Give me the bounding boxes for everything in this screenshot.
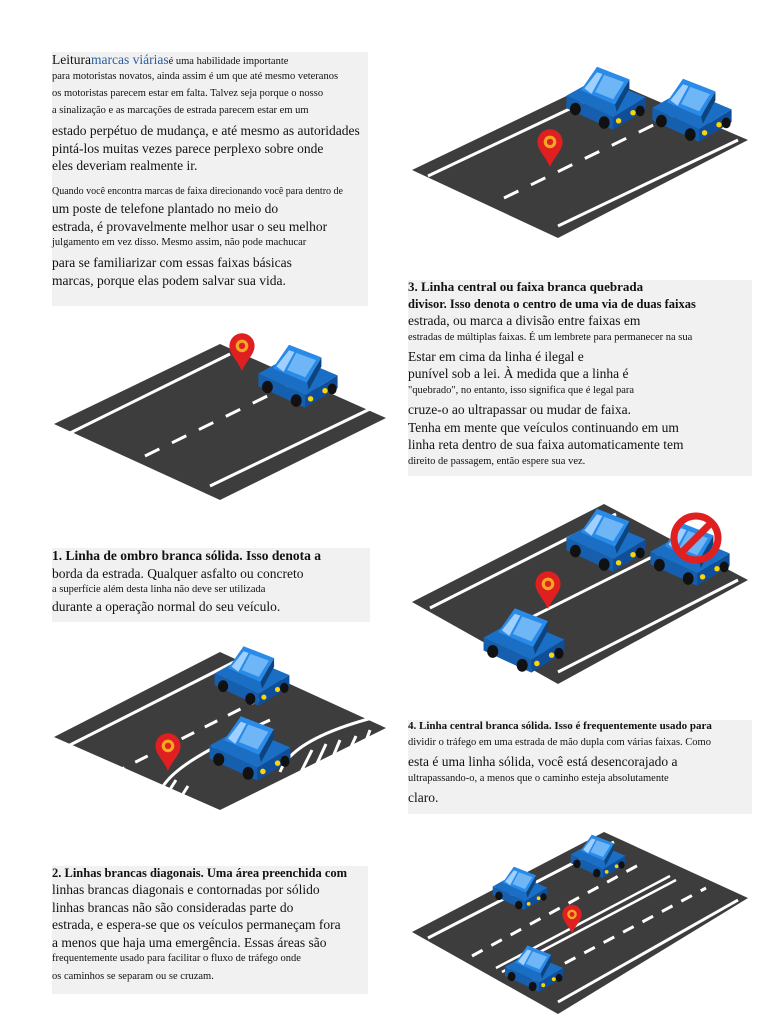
intro-lead: Leitura xyxy=(52,52,91,67)
illustration-diagonal-lines xyxy=(408,48,752,248)
section-1-text-block: 1. Linha de ombro branca sólida. Isso de… xyxy=(52,548,370,622)
intro-line: estrada, é provavelmente melhor usar o s… xyxy=(52,218,328,234)
no-entry-icon xyxy=(670,512,722,564)
intro-line: marcas, porque elas podem salvar sua vid… xyxy=(52,272,286,288)
section-1-line: a superfície além desta linha não deve s… xyxy=(52,584,266,596)
intro-line: os motoristas parecem estar em falta. Ta… xyxy=(52,88,324,100)
intro-line: a sinalização e as marcações de estrada … xyxy=(52,105,309,117)
section-3-line: cruze-o ao ultrapassar ou mudar de faixa… xyxy=(408,401,632,417)
section-1-line: borda da estrada. Qualquer asfalto ou co… xyxy=(52,565,304,581)
section-3-line: direito de passagem, então espere sua ve… xyxy=(408,455,586,467)
section-4-line: dividir o tráfego em uma estrada de mão … xyxy=(408,736,711,748)
intro-text-block: Leituramarcas viáriasé uma habilidade im… xyxy=(52,52,368,306)
section-3-line: "quebrado", no entanto, isso significa q… xyxy=(408,384,635,396)
section-1-line: durante a operação normal do seu veículo… xyxy=(52,599,281,615)
section-2-heading: 2. Linhas brancas diagonais. Uma área pr… xyxy=(52,866,348,880)
section-3-line: Tenha em mente que veículos continuando … xyxy=(408,419,679,435)
illustration-shoulder-line xyxy=(50,632,390,827)
section-4-line: claro. xyxy=(408,790,439,806)
section-3-line: linha reta dentro de sua faixa automatic… xyxy=(408,437,684,453)
section-2-line: estrada, e espera-se que os veículos per… xyxy=(52,917,341,933)
section-2-line: os caminhos se separam ou se cruzam. xyxy=(52,970,214,982)
section-3-heading: 3. Linha central ou faixa branca quebrad… xyxy=(408,279,644,294)
section-2-line: a menos que haja uma emergência. Essas á… xyxy=(52,934,327,950)
intro-line: para se familiarizar com essas faixas bá… xyxy=(52,255,292,271)
intro-line: julgamento em vez disso. Mesmo assim, nã… xyxy=(52,237,307,249)
intro-highlight-link[interactable]: marcas viárias xyxy=(90,52,169,67)
intro-line: é uma habilidade importante xyxy=(168,56,289,67)
section-4-text-block: 4. Linha central branca sólida. Isso é f… xyxy=(408,720,752,814)
intro-line: pintá-los muitas vezes parece perplexo s… xyxy=(52,140,324,156)
section-1-heading: 1. Linha de ombro branca sólida. Isso de… xyxy=(52,548,322,563)
illustration-broken-line xyxy=(50,318,390,518)
section-2-line: linhas brancas diagonais e contornadas p… xyxy=(52,882,320,898)
section-3-line: estradas de múltiplas faixas. É um lembr… xyxy=(408,331,693,343)
intro-line: eles deveriam realmente ir. xyxy=(52,158,198,174)
section-3-line: punível sob a lei. À medida que a linha … xyxy=(408,366,629,382)
section-3-line: divisor. Isso denota o centro de uma via… xyxy=(408,296,696,311)
illustration-multilane xyxy=(408,826,752,1020)
intro-line: estado perpétuo de mudança, e até mesmo … xyxy=(52,123,360,139)
section-2-text-block: 2. Linhas brancas diagonais. Uma área pr… xyxy=(52,866,368,994)
illustration-no-passing xyxy=(408,494,752,694)
section-4-line: esta é uma linha sólida, você está desen… xyxy=(408,753,678,769)
section-4-line: ultrapassando-o, a menos que o caminho e… xyxy=(408,773,669,785)
intro-line: para motoristas novatos, ainda assim é u… xyxy=(52,71,339,83)
section-3-line: Estar em cima da linha é ilegal e xyxy=(408,348,584,364)
section-3-line: estrada, ou marca a divisão entre faixas… xyxy=(408,313,641,329)
section-3-text-block: 3. Linha central ou faixa branca quebrad… xyxy=(408,279,752,476)
section-2-line: linhas brancas não são consideradas part… xyxy=(52,899,294,915)
section-4-heading: 4. Linha central branca sólida. Isso é f… xyxy=(408,720,712,732)
section-2-line: frequentemente usado para facilitar o fl… xyxy=(52,953,301,965)
intro-line: Quando você encontra marcas de faixa dir… xyxy=(52,185,343,197)
intro-line: um poste de telefone plantado no meio do xyxy=(52,201,279,217)
